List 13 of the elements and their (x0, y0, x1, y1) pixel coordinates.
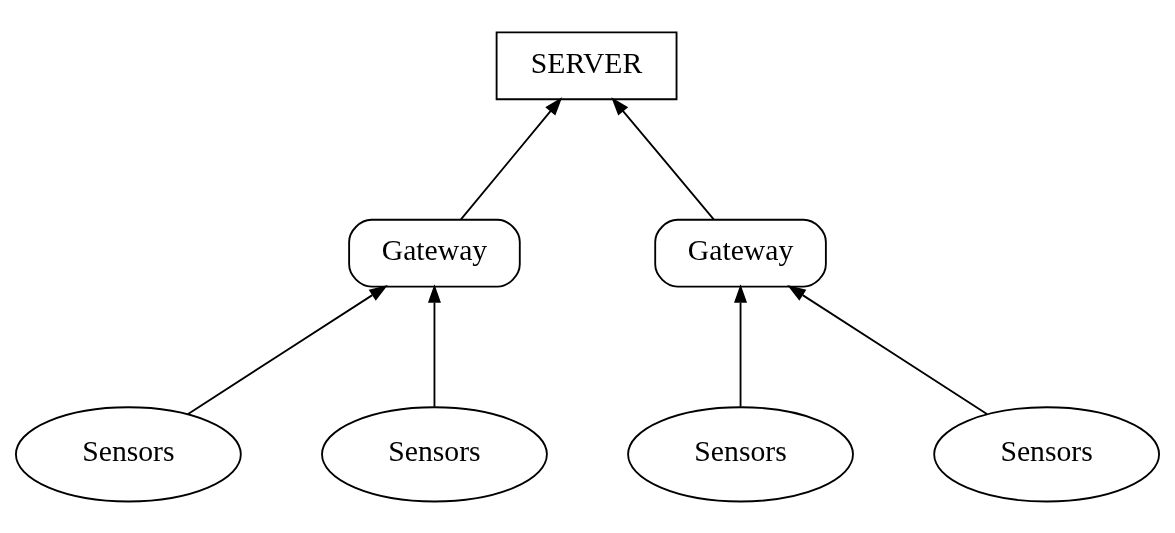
arrow (787, 284, 988, 415)
arrow (734, 283, 748, 408)
arrow (187, 284, 388, 415)
node-box: SERVER (495, 31, 678, 100)
arrow (611, 96, 715, 220)
node-ellipse: Sensors (627, 405, 854, 502)
node-ellipse: Sensors (15, 405, 242, 502)
node-box: Gateway (348, 218, 521, 287)
node-ellipse: Sensors (321, 405, 548, 502)
arrow (460, 96, 563, 220)
node-box: Gateway (654, 218, 827, 287)
arrow (427, 283, 441, 408)
node-ellipse: Sensors (933, 405, 1160, 502)
